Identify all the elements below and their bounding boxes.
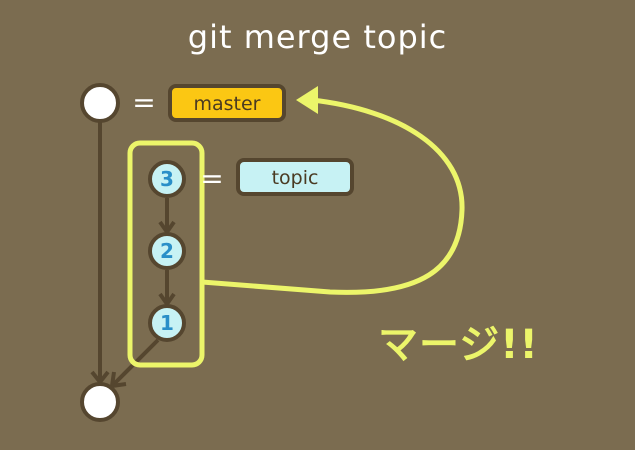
merge-arrow-head — [296, 86, 318, 114]
commit-label-3: 3 — [160, 167, 174, 191]
topic-branch-label: topic — [236, 158, 354, 196]
commit-label-1: 1 — [160, 311, 174, 335]
master-commit-node — [80, 83, 120, 123]
topic-equals-sign: = — [200, 162, 223, 195]
merge-curve — [201, 97, 465, 295]
topic-highlight-box — [127, 140, 205, 368]
merged-commit-node — [80, 382, 120, 422]
commit-node-2: 2 — [148, 232, 186, 270]
commit-node-3: 3 — [148, 160, 186, 198]
commit-node-1: 1 — [148, 304, 186, 342]
master-branch-label: master — [168, 84, 286, 122]
topic-label-text: topic — [272, 167, 319, 189]
merge-caption: マージ!! — [378, 322, 539, 368]
master-equals-sign: = — [132, 86, 155, 119]
commit-label-2: 2 — [160, 239, 174, 263]
diagram-title: git merge topic — [187, 18, 448, 56]
master-label-text: master — [193, 93, 260, 115]
